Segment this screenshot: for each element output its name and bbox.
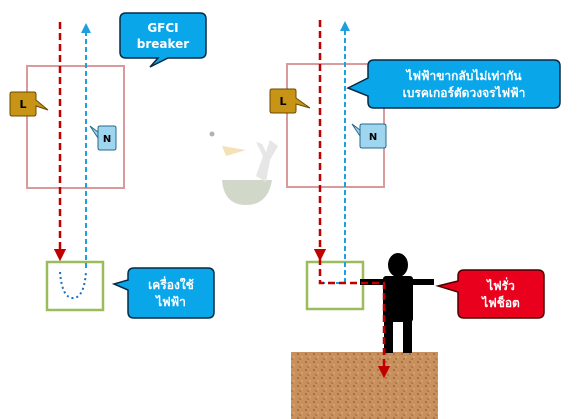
gfci-breaker-label-line2: breaker — [137, 37, 190, 51]
line-tag-left-label: L — [19, 98, 26, 111]
ground-soil — [291, 352, 438, 419]
appliance-load-coil — [59, 271, 87, 300]
neutral-tag-left: N — [89, 125, 117, 151]
neutral-tag-right-label: N — [369, 132, 377, 143]
imbalance-trip-callout: ไฟฟ้าขากลับไม่เท่ากัน เบรคเกอร์ตัดวงจรไฟ… — [346, 59, 561, 109]
imbalance-label-line1: ไฟฟ้าขากลับไม่เท่ากัน — [404, 68, 522, 83]
leak-label-line1: ไฟรั่ว — [485, 277, 515, 293]
neutral-tag-right: N — [351, 123, 387, 149]
leak-shock-callout: ไฟรั่ว ไฟช็อต — [435, 269, 545, 319]
person-silhouette-icon — [360, 253, 434, 353]
wrench-watermark-icon — [209, 131, 278, 205]
leak-label-line2: ไฟช็อต — [480, 295, 520, 310]
line-tag-right: L — [269, 88, 311, 114]
line-tag-left: L — [9, 91, 49, 117]
leakage-current-path — [318, 258, 391, 379]
gfci-breaker-label-line1: GFCI — [147, 21, 178, 35]
gfci-breaker-callout: GFCI breaker — [119, 12, 207, 68]
neutral-tag-left-label: N — [103, 134, 111, 145]
appliance-callout: เครื่องใช้ ไฟฟ้า — [111, 267, 215, 319]
appliance-label-line1: เครื่องใช้ — [148, 276, 194, 292]
line-tag-right-label: L — [279, 95, 286, 108]
breaker-box-left — [26, 65, 125, 189]
appliance-box-right — [305, 260, 365, 311]
appliance-box-left — [45, 260, 105, 312]
imbalance-label-line2: เบรคเกอร์ตัดวงจรไฟฟ้า — [403, 85, 526, 100]
appliance-label-line2: ไฟฟ้า — [154, 294, 186, 309]
